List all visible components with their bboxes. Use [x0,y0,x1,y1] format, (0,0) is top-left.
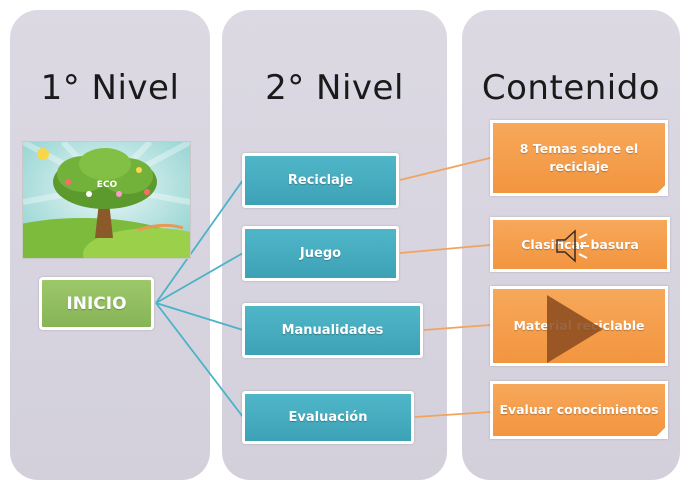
thumbnail-label: ECO [96,180,118,190]
inicio-button[interactable]: INICIO [39,277,154,330]
clasificar-basura-box[interactable]: Clasificar basura [490,217,670,272]
connector-inicio-evaluacion [155,302,244,418]
evaluar-conocimientos-label: Evaluar conocimientos [499,402,659,417]
column-title-content: Contenido [481,68,661,108]
manualidades-label: Manualidades [281,323,384,338]
material-reciclable-box[interactable]: Material reciclable [490,286,668,366]
play-icon[interactable] [543,293,607,365]
juego-label: Juego [299,246,342,261]
connector-inicio-juego [155,252,244,304]
evaluar-conocimientos-box[interactable]: Evaluar conocimientos [490,381,668,439]
tree-illustration [23,142,190,258]
speaker-icon[interactable] [551,226,591,266]
connector-evaluacion-evaluar [414,411,491,418]
clasificar-basura-label: Clasificar basura [521,236,639,252]
connector-reciclaje-temas [399,157,491,181]
evaluacion-label: Evaluación [288,410,368,425]
page-fold [654,425,668,439]
column-title-level-1: 1° Nivel [40,68,180,108]
evaluacion-button[interactable]: Evaluación [242,391,414,444]
reciclaje-button[interactable]: Reciclaje [242,153,399,208]
column-title-level-2: 2° Nivel [265,68,404,108]
connector-inicio-manualidades [155,302,244,331]
temas-reciclaje-label: 8 Temas sobre el reciclaje [519,141,639,174]
inicio-label: INICIO [66,293,127,314]
connector-inicio-reciclaje [155,179,244,304]
eco-tree-thumbnail[interactable]: ECO [22,141,191,259]
manualidades-button[interactable]: Manualidades [242,303,423,358]
temas-reciclaje-box[interactable]: 8 Temas sobre el reciclaje [490,120,668,196]
connector-manualidades-material [423,324,491,331]
page-fold [654,182,668,196]
juego-button[interactable]: Juego [242,226,399,281]
connector-juego-clasificar [399,244,491,254]
reciclaje-label: Reciclaje [287,173,354,188]
